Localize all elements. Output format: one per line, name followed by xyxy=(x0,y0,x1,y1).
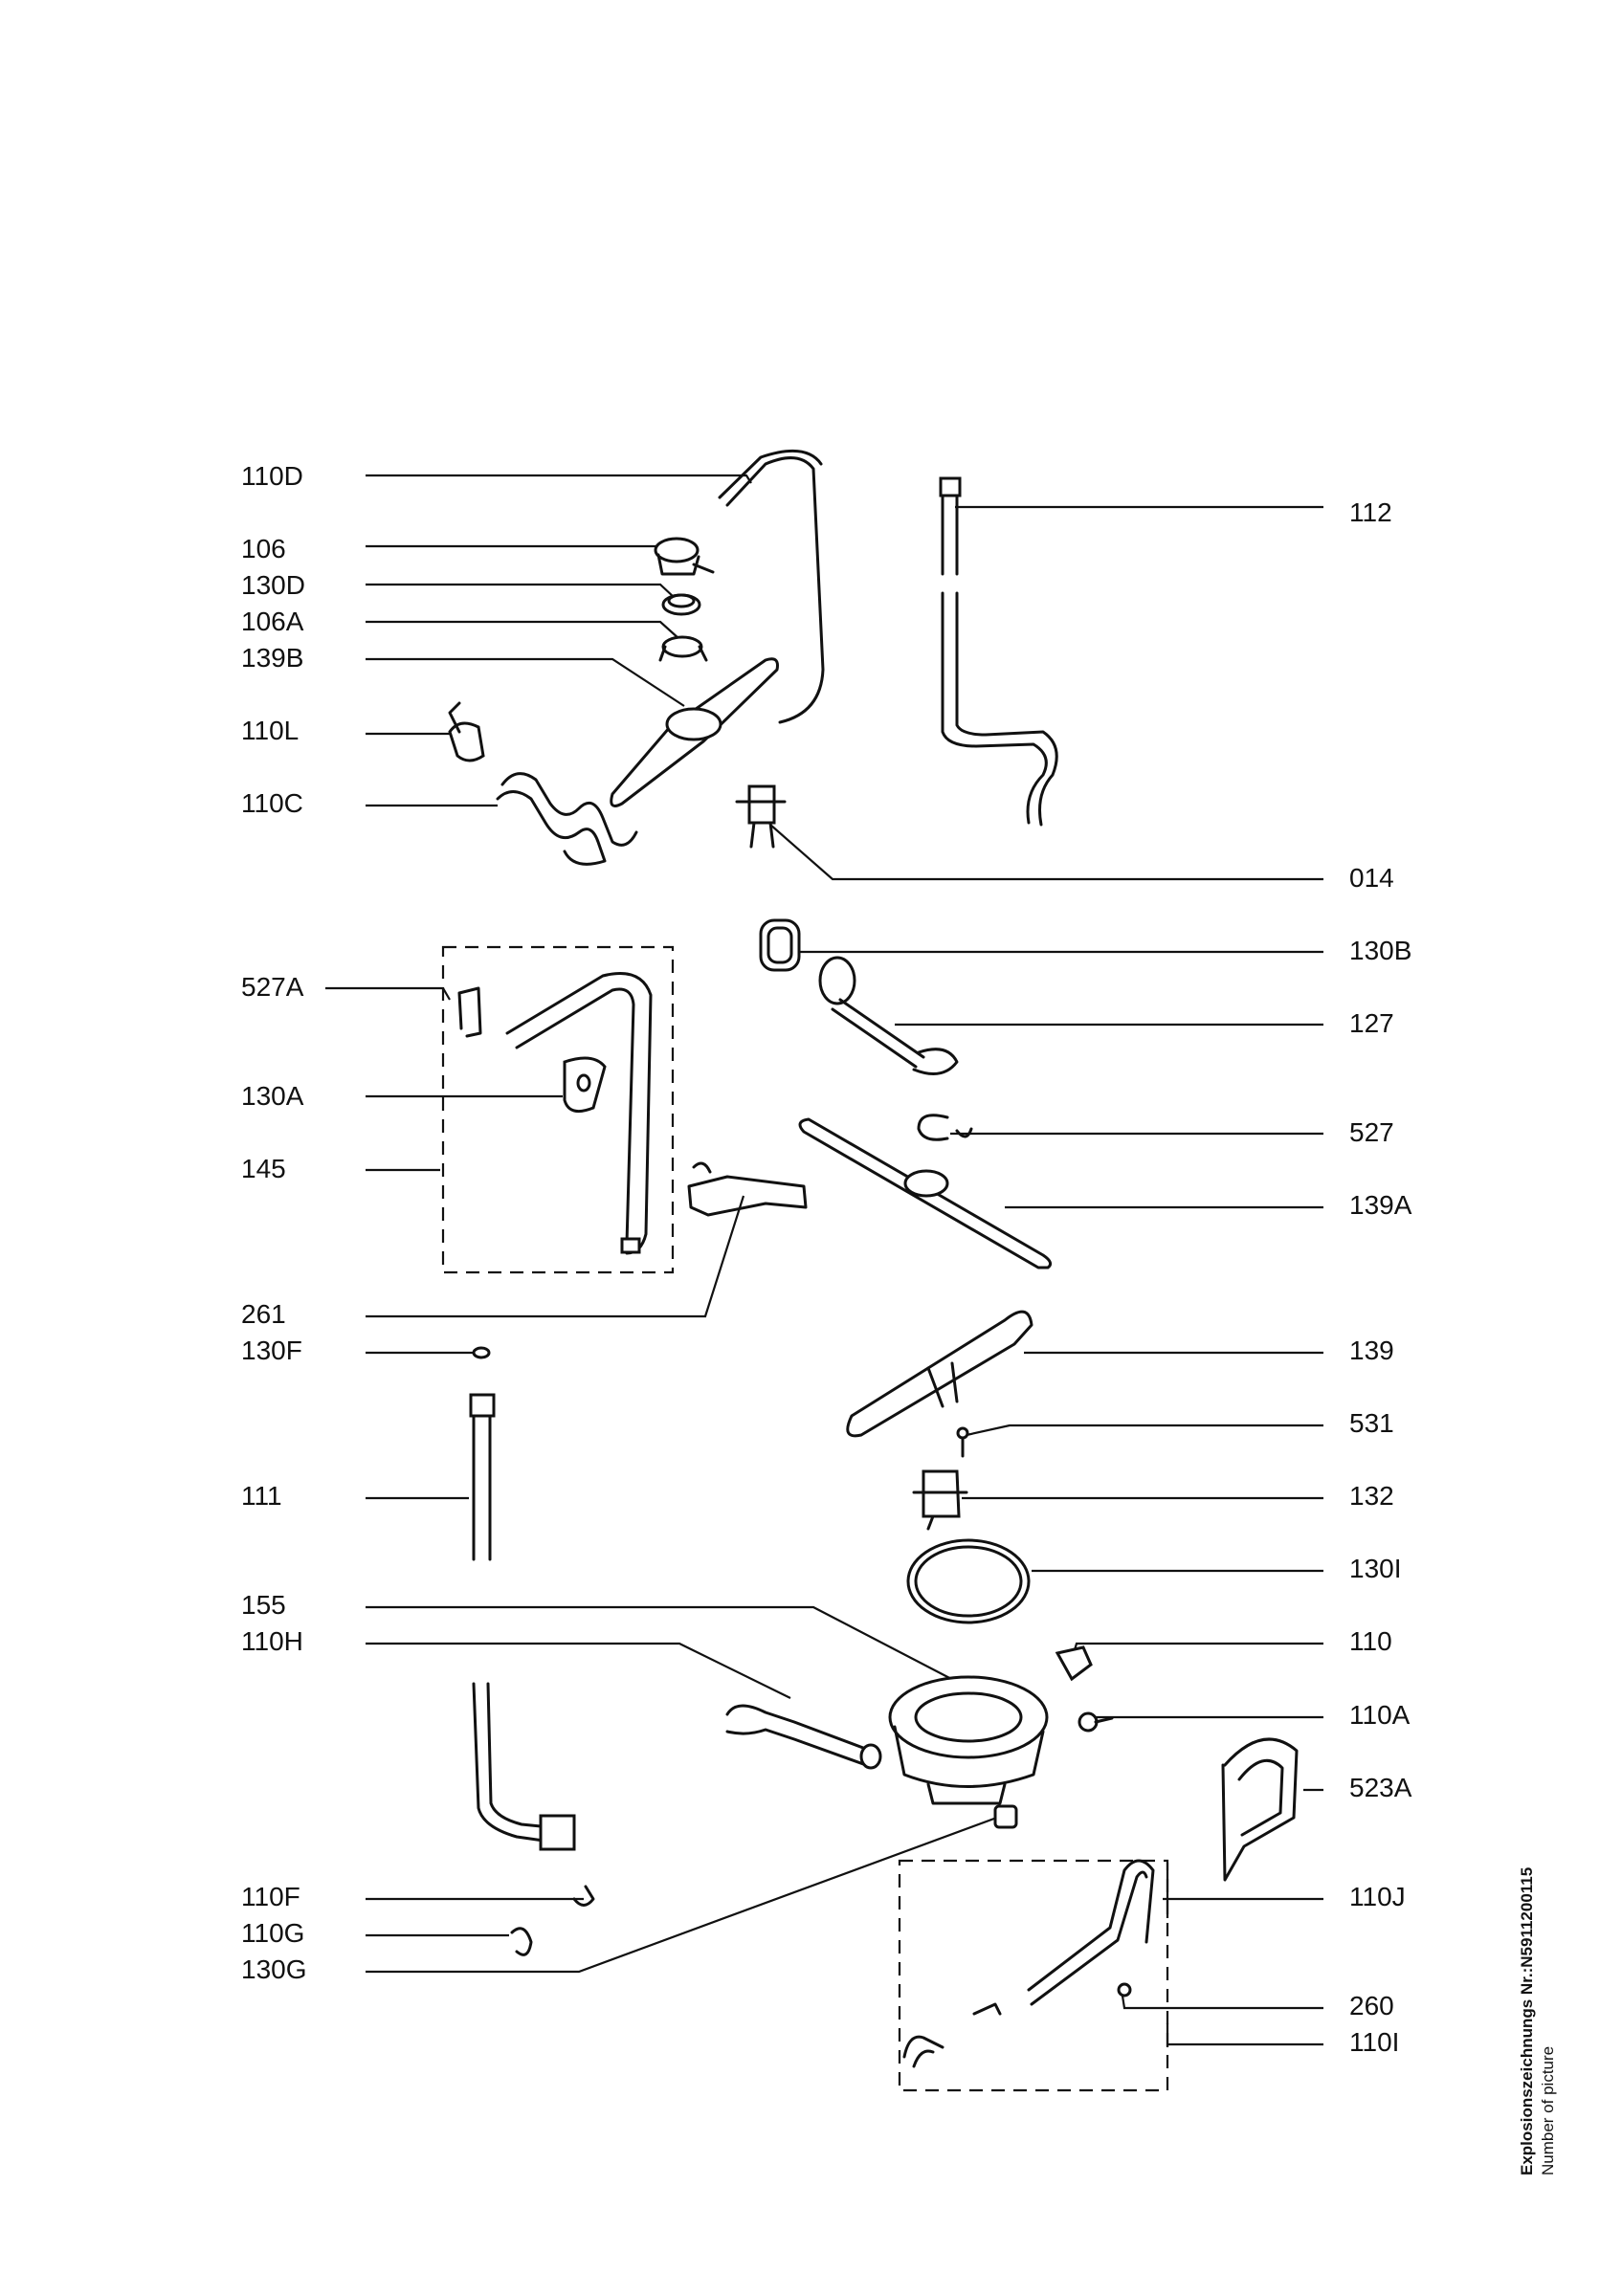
part-111-tube xyxy=(469,1393,496,1561)
callout-261: 261 xyxy=(241,1299,286,1329)
callout-110: 110 xyxy=(1349,1626,1392,1656)
callout-111: 111 xyxy=(241,1481,282,1511)
callout-127: 127 xyxy=(1349,1008,1394,1038)
callout-110H: 110H xyxy=(241,1626,303,1656)
callout-139A: 139A xyxy=(1349,1190,1412,1220)
callout-531: 531 xyxy=(1349,1408,1394,1438)
part-110J-pipe xyxy=(1027,1859,1155,2006)
callout-112: 112 xyxy=(1349,497,1392,527)
part-260-screw xyxy=(1117,1982,1132,1998)
part-130F-washer xyxy=(472,1346,491,1359)
part-130D-ring xyxy=(661,593,701,616)
callout-145: 145 xyxy=(241,1154,286,1183)
part-130A-seal xyxy=(563,1056,607,1114)
part-112-pipe xyxy=(939,476,1058,827)
drawing-number: Explosionszeichnungs Nr.:N5911200115 xyxy=(1518,1866,1536,2175)
callout-130A: 130A xyxy=(241,1081,304,1111)
callout-110D: 110D xyxy=(241,461,303,491)
part-139-spray-arm xyxy=(846,1310,1033,1438)
part-130G-cap xyxy=(993,1804,1018,1829)
callout-110G: 110G xyxy=(241,1918,305,1948)
leader-lines xyxy=(325,474,1323,2047)
callout-130D: 130D xyxy=(241,570,305,600)
part-110-cap xyxy=(1055,1645,1093,1682)
group-110I-box xyxy=(898,1859,1169,2092)
part-261-bracket xyxy=(687,1161,808,1217)
part-527-clip xyxy=(917,1114,973,1141)
part-155-sump xyxy=(888,1675,1049,1805)
group-145-box xyxy=(441,945,675,1274)
callout-110J: 110J xyxy=(1349,1882,1406,1911)
callout-139B: 139B xyxy=(241,643,304,673)
callout-110I: 110I xyxy=(1349,2027,1400,2057)
callout-014: 014 xyxy=(1349,863,1394,893)
part-110H-pipe xyxy=(725,1704,882,1770)
part-014-valve xyxy=(735,784,787,849)
part-523A-guide xyxy=(1221,1737,1299,1882)
part-110G-clamp xyxy=(510,1927,533,1956)
part-106A-clamp xyxy=(658,635,708,662)
part-110I-clip xyxy=(902,2002,1002,2068)
part-127-pipe xyxy=(818,956,959,1075)
part-531-screw xyxy=(956,1426,969,1458)
callout-139: 139 xyxy=(1349,1336,1394,1365)
callout-106: 106 xyxy=(241,534,286,563)
callout-110F: 110F xyxy=(241,1882,300,1911)
callout-527: 527 xyxy=(1349,1117,1394,1147)
part-130I-ring xyxy=(906,1538,1031,1624)
drawing-info: Explosionszeichnungs Nr.:N5911200115 Num… xyxy=(1518,1850,1575,2175)
part-130B-gasket xyxy=(759,918,801,972)
part-110L-cap xyxy=(448,701,485,762)
part-145-pipe xyxy=(505,972,653,1255)
part-139B-spray-arm xyxy=(610,657,779,807)
callout-523A: 523A xyxy=(1349,1773,1412,1802)
part-132-filter xyxy=(912,1469,968,1531)
part-106-nozzle xyxy=(654,537,715,576)
part-110D-pipe xyxy=(718,449,825,724)
part-527A-clip xyxy=(457,986,482,1038)
callout-106A: 106A xyxy=(241,607,304,636)
part-139A-spray-arm xyxy=(798,1117,1053,1269)
callout-130B: 130B xyxy=(1349,936,1412,965)
picture-caption: Number of picture xyxy=(1539,2045,1557,2175)
callout-527A: 527A xyxy=(241,972,304,1002)
part-110C-hose xyxy=(496,772,638,866)
callout-110A: 110A xyxy=(1349,1700,1411,1730)
part-110A-screw xyxy=(1078,1711,1114,1733)
callout-260: 260 xyxy=(1349,1991,1394,2020)
callout-132: 132 xyxy=(1349,1481,1394,1511)
callout-130I: 130I xyxy=(1349,1554,1402,1583)
callout-130F: 130F xyxy=(241,1336,302,1365)
callout-110L: 110L xyxy=(241,716,300,745)
callout-130G: 130G xyxy=(241,1954,307,1984)
callout-110C: 110C xyxy=(241,788,303,818)
callout-155: 155 xyxy=(241,1590,286,1620)
part-110F-hose xyxy=(472,1682,595,1907)
